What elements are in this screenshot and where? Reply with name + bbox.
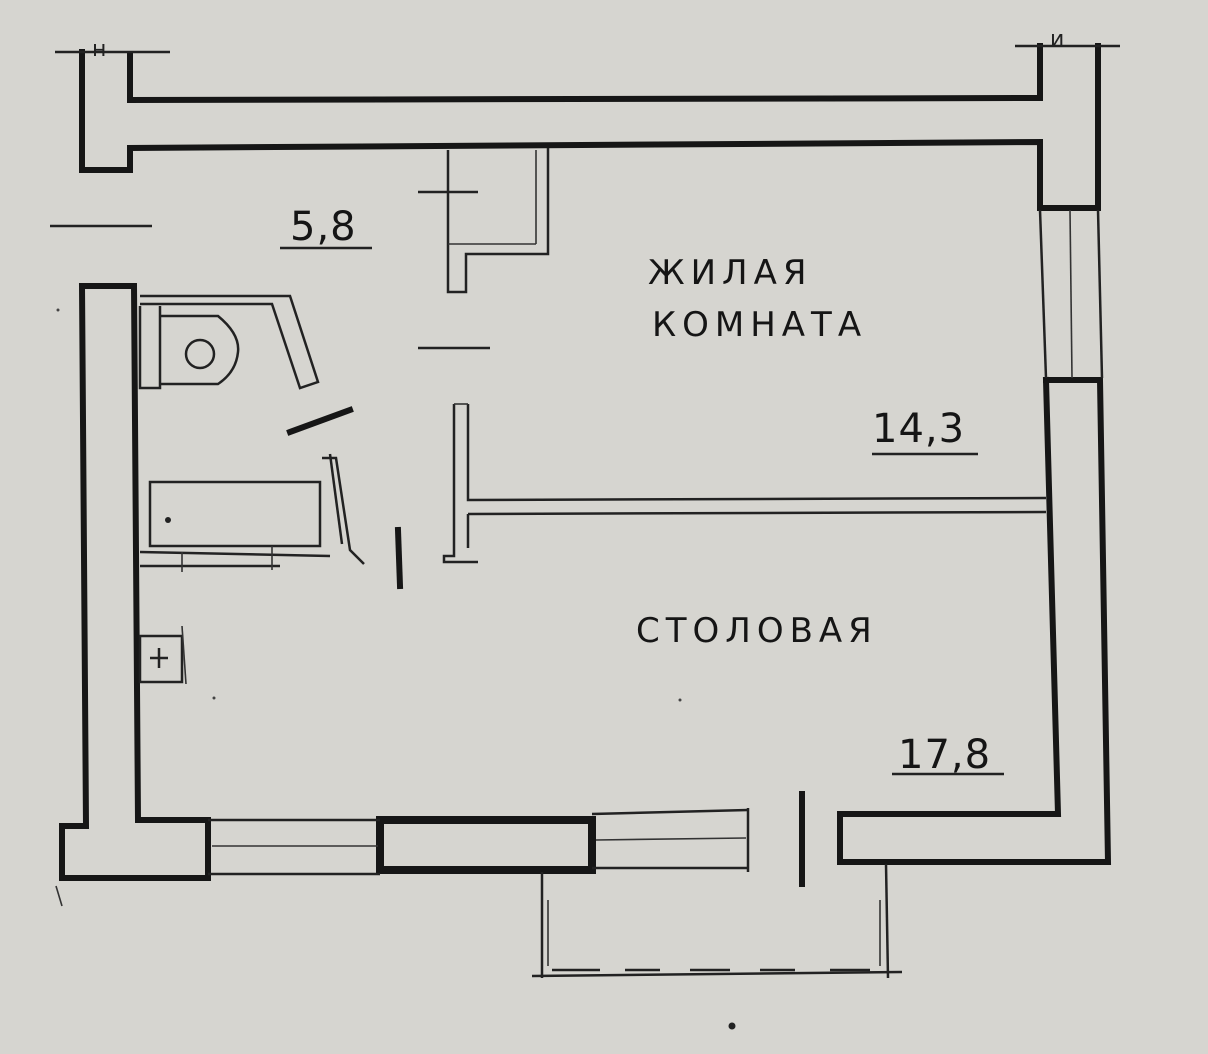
sanitary-fixtures (138, 294, 365, 685)
bottom-wall-middle (376, 816, 596, 874)
corner-mark-top-left: н (92, 37, 106, 62)
toilet-icon (138, 306, 240, 390)
basin-partition (140, 294, 320, 390)
living-room-name-line2: КОМНАТА (652, 305, 867, 345)
bath-area: 5,8 (290, 204, 357, 250)
living-room-area: 14,3 (872, 406, 965, 452)
bathroom-partitions (394, 148, 1047, 590)
bathroom-door-leaf (286, 406, 354, 436)
left-bottom-tick (55, 885, 63, 907)
dining-room-name: СТОЛОВАЯ (636, 611, 878, 651)
corner-mark-top-right: и (1050, 27, 1064, 52)
right-window (1038, 209, 1104, 379)
top-wall-inner (79, 43, 1101, 211)
dining-room-area: 17,8 (898, 732, 991, 778)
top-wall-outer (127, 43, 1043, 104)
ink-dot (728, 1022, 736, 1030)
stove-icon (138, 625, 187, 685)
balcony (531, 863, 903, 979)
bottom-window-right-top (591, 808, 749, 816)
living-room-name-line1: ЖИЛАЯ (648, 253, 813, 293)
right-wall (837, 376, 1112, 865)
outer-walls (55, 43, 1120, 907)
ink-dot (56, 308, 60, 312)
bathtub-icon (139, 453, 365, 572)
left-wall (59, 283, 211, 881)
bottom-window-right-mid (595, 837, 747, 841)
ink-dot (212, 696, 216, 700)
ink-dot (678, 698, 682, 702)
